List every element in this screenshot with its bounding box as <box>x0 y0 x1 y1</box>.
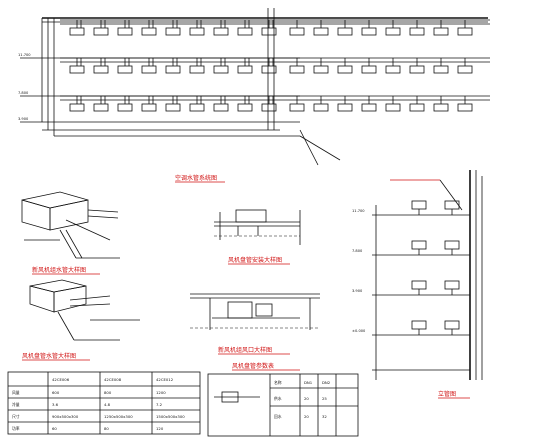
riser-diagram: 11.700 7.800 3.900 ±0.000 立管图 <box>352 170 483 399</box>
fan-coil-unit <box>409 58 425 74</box>
fan-coil-unit <box>433 58 449 74</box>
fresh-air-caption: 新风机组水管大样图 <box>32 266 86 274</box>
riser-fan-coil <box>444 320 460 335</box>
table-cell: 1250x500x300 <box>104 414 133 419</box>
fan-coil-unit <box>385 96 401 112</box>
fan-coil-unit <box>289 58 305 74</box>
fan-coil-unit <box>165 58 181 74</box>
table-cell: 风量 <box>12 390 20 395</box>
table-cell: 4.8 <box>104 402 111 407</box>
fan-coil-unit <box>361 96 377 112</box>
fan-coil-unit <box>213 58 229 74</box>
table-cell: 900x500x300 <box>52 414 79 419</box>
legend-table: 风机盘管参数表 名称 DN1 DN2 供水 20 25 回水 20 32 <box>207 362 359 437</box>
table-header: 42CE012 <box>156 377 174 382</box>
table-cell: 回水 <box>274 414 282 419</box>
table-title: 风机盘管参数表 <box>232 362 274 370</box>
fan-coil-unit <box>313 58 329 74</box>
fresh-air-unit-caption: 新风机组风口大样图 <box>218 346 272 354</box>
fan-coil-unit <box>457 96 473 112</box>
table-cell: 32 <box>322 414 327 419</box>
table-header: 42CE008 <box>104 377 122 382</box>
table-cell: 7.2 <box>156 402 163 407</box>
table-header: 42CE006 <box>52 377 70 382</box>
table-cell: 尺寸 <box>12 414 20 419</box>
table-cell: 20 <box>304 396 309 401</box>
table-cell: 60 <box>52 426 57 431</box>
fan-coil-unit <box>69 58 85 74</box>
table-cell: 80 <box>104 426 109 431</box>
table-header: 名称 <box>274 380 282 385</box>
fan-coil-unit <box>237 58 253 74</box>
fan-coil-unit <box>213 96 229 112</box>
fresh-air-detail: 新风机组水管大样图 <box>21 191 120 275</box>
table-cell: 供水 <box>274 396 282 401</box>
floor-tag: 7.800 <box>352 249 363 253</box>
table-cell: 功率 <box>12 426 20 431</box>
fan-coil-unit <box>433 96 449 112</box>
table-cell: 120 <box>156 426 164 431</box>
fan-coil-pipe-caption: 风机盘管水管大样图 <box>22 352 76 360</box>
riser-fan-coil <box>411 240 427 255</box>
table-cell: 1500x500x300 <box>156 414 185 419</box>
table-header: DN1 <box>304 380 313 385</box>
fan-coil-unit <box>337 58 353 74</box>
fan-coil-unit <box>189 58 205 74</box>
fan-coil-unit <box>385 58 401 74</box>
floor-tag: ±0.000 <box>352 329 366 333</box>
riser-fan-coil <box>411 320 427 335</box>
riser-caption: 立管图 <box>438 390 456 398</box>
fan-coil-unit <box>189 96 205 112</box>
fan-coil-units <box>60 19 490 112</box>
fan-coil-unit <box>457 58 473 74</box>
riser-fan-coil <box>411 280 427 295</box>
fan-coil-unit <box>337 96 353 112</box>
floor-tag: 3.900 <box>352 289 363 293</box>
fan-coil-unit <box>313 96 329 112</box>
fresh-air-unit-detail: 新风机组风口大样图 <box>190 293 320 355</box>
fan-coil-unit <box>69 96 85 112</box>
table-cell: 20 <box>304 414 309 419</box>
fan-coil-unit <box>361 58 377 74</box>
riser-fan-coil <box>444 240 460 255</box>
fan-coil-caption: 风机盘管安装大样图 <box>228 256 282 264</box>
riser-fan-coil <box>444 200 460 215</box>
fan-coil-unit <box>117 96 133 112</box>
floor-tag: 7.800 <box>18 91 29 95</box>
floor-tag: 3.900 <box>18 117 29 121</box>
table-cell: 3.6 <box>52 402 59 407</box>
table-cell: 25 <box>322 396 327 401</box>
riser-fan-coil <box>444 280 460 295</box>
water-system-caption: 空调水管系统图 <box>175 174 217 182</box>
fan-coil-unit <box>93 96 109 112</box>
fan-coil-unit <box>93 58 109 74</box>
parameter-table: 42CE006 42CE008 42CE012 风量 600 800 1200 冷量 3.6 4.… <box>7 371 201 435</box>
fan-coil-pipe-detail: 风机盘管水管大样图 <box>22 279 140 361</box>
fan-coil-install-detail: 风机盘管安装大样图 <box>214 209 301 265</box>
table-cell: 1200 <box>156 390 166 395</box>
fan-coil-unit <box>289 96 305 112</box>
riser-fan-coil <box>411 200 427 215</box>
riser-units <box>411 200 460 335</box>
fan-coil-unit <box>117 58 133 74</box>
floor-tag: 11.700 <box>352 209 365 213</box>
floor-tag: 11.700 <box>18 53 31 57</box>
fan-coil-unit <box>141 58 157 74</box>
table-cell: 600 <box>52 390 60 395</box>
water-system-diagram: 11.700 7.800 3.900 空调水管系统图 <box>18 8 490 183</box>
fan-coil-unit <box>237 96 253 112</box>
table-cell: 冷量 <box>12 402 20 407</box>
table-header: DN2 <box>322 380 331 385</box>
fan-coil-unit <box>409 96 425 112</box>
table-cell: 800 <box>104 390 112 395</box>
fan-coil-unit <box>141 96 157 112</box>
fan-coil-unit <box>165 96 181 112</box>
